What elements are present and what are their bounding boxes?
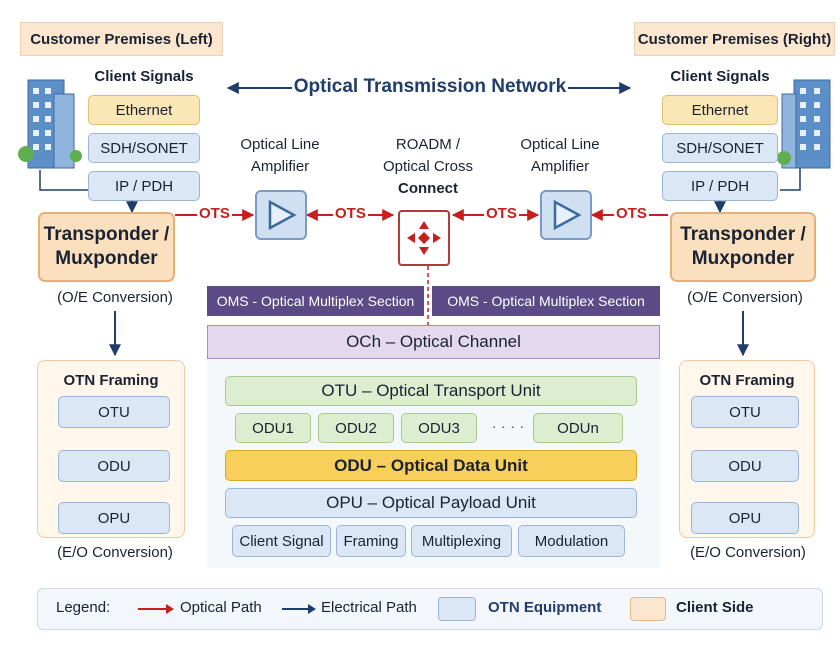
- left-building-link: [39, 170, 88, 191]
- legend-optical-arrow: [138, 604, 174, 614]
- left-transponder-line1: Transponder /: [43, 224, 170, 245]
- right-oe-conversion: (O/E Conversion): [687, 289, 803, 306]
- amplifier-left-label: Optical Line Amplifier: [225, 134, 335, 178]
- amplifier-right-label: Optical Line Amplifier: [505, 134, 615, 178]
- left-signal-ip[interactable]: IP / PDH: [88, 171, 200, 201]
- amplifier-left-line2: Amplifier: [250, 158, 310, 175]
- amplifier-icon: [553, 199, 582, 231]
- function-framing[interactable]: Framing: [336, 525, 406, 557]
- left-header: Customer Premises (Left): [20, 22, 223, 56]
- amplifier-right-line2: Amplifier: [530, 158, 590, 175]
- amplifier-right[interactable]: [540, 190, 592, 240]
- odu2-box[interactable]: ODU2: [318, 413, 394, 443]
- building-icon: [18, 79, 82, 169]
- left-transponder[interactable]: Transponder / Muxponder: [38, 212, 175, 282]
- legend-otn-swatch: [438, 597, 476, 621]
- function-client-signal[interactable]: Client Signal: [232, 525, 331, 557]
- right-client-signals-title: Client Signals: [670, 68, 770, 85]
- right-transponder[interactable]: Transponder / Muxponder: [670, 212, 816, 282]
- roadm-node[interactable]: [398, 210, 450, 266]
- och-bar[interactable]: OCh – Optical Channel: [207, 325, 660, 359]
- network-title: Optical Transmission Network: [293, 76, 567, 97]
- right-framing-odu[interactable]: ODU: [691, 450, 799, 482]
- left-signal-sdh[interactable]: SDH/SONET: [88, 133, 200, 163]
- function-multiplexing[interactable]: Multiplexing: [411, 525, 512, 557]
- amplifier-icon: [268, 199, 297, 231]
- ots-label-3: OTS: [484, 205, 519, 222]
- odu-bar[interactable]: ODU – Optical Data Unit: [225, 450, 637, 481]
- left-framing-title: OTN Framing: [63, 372, 159, 389]
- left-transponder-line2: Muxponder: [55, 248, 158, 269]
- left-signal-ethernet[interactable]: Ethernet: [88, 95, 200, 125]
- roadm-line3: Connect: [398, 180, 458, 197]
- roadm-line1: ROADM /: [395, 136, 461, 153]
- amplifier-right-line1: Optical Line: [520, 136, 600, 153]
- legend-client-side: Client Side: [676, 599, 754, 616]
- left-framing-opu[interactable]: OPU: [58, 502, 170, 534]
- legend-electrical-path: Electrical Path: [321, 599, 417, 616]
- otu-bar[interactable]: OTU – Optical Transport Unit: [225, 376, 637, 406]
- function-modulation[interactable]: Modulation: [518, 525, 625, 557]
- left-eo-conversion: (E/O Conversion): [57, 544, 173, 561]
- ots-label-4: OTS: [614, 205, 649, 222]
- oms-right[interactable]: OMS - Optical Multiplex Section: [432, 286, 660, 316]
- legend-otn-equipment: OTN Equipment: [488, 599, 602, 616]
- left-oe-conversion: (O/E Conversion): [57, 289, 173, 306]
- left-framing-otu[interactable]: OTU: [58, 396, 170, 428]
- amplifier-left[interactable]: [255, 190, 307, 240]
- ots-label-1: OTS: [197, 205, 232, 222]
- right-building-link: [780, 168, 801, 191]
- right-framing-opu[interactable]: OPU: [691, 502, 799, 534]
- roadm-label: ROADM / Optical Cross Connect: [365, 134, 491, 200]
- legend-electrical-arrow: [282, 604, 316, 614]
- right-transponder-line2: Muxponder: [691, 248, 795, 269]
- opu-bar[interactable]: OPU – Optical Payload Unit: [225, 488, 637, 518]
- right-signal-ethernet[interactable]: Ethernet: [662, 95, 778, 125]
- roadm-line2: Optical Cross: [382, 158, 474, 175]
- legend-title: Legend:: [56, 599, 111, 616]
- right-framing-otu[interactable]: OTU: [691, 396, 799, 428]
- odu3-box[interactable]: ODU3: [401, 413, 477, 443]
- right-signal-sdh[interactable]: SDH/SONET: [662, 133, 778, 163]
- right-signal-ip[interactable]: IP / PDH: [662, 171, 778, 201]
- roadm-icon: [407, 221, 441, 255]
- amplifier-left-line1: Optical Line: [240, 136, 320, 153]
- right-header: Customer Premises (Right): [634, 22, 835, 56]
- oms-left[interactable]: OMS - Optical Multiplex Section: [207, 286, 424, 316]
- left-client-signals-title: Client Signals: [94, 68, 194, 85]
- odun-box[interactable]: ODUn: [533, 413, 623, 443]
- odu1-box[interactable]: ODU1: [235, 413, 311, 443]
- right-eo-conversion: (E/O Conversion): [690, 544, 806, 561]
- ots-label-2: OTS: [333, 205, 368, 222]
- right-transponder-line1: Transponder /: [680, 224, 806, 245]
- legend-client-swatch: [630, 597, 666, 621]
- right-framing-title: OTN Framing: [699, 372, 795, 389]
- building-icon: [777, 79, 831, 169]
- odu-ellipsis: · · · ·: [491, 418, 525, 435]
- left-framing-odu[interactable]: ODU: [58, 450, 170, 482]
- legend-optical-path: Optical Path: [180, 599, 262, 616]
